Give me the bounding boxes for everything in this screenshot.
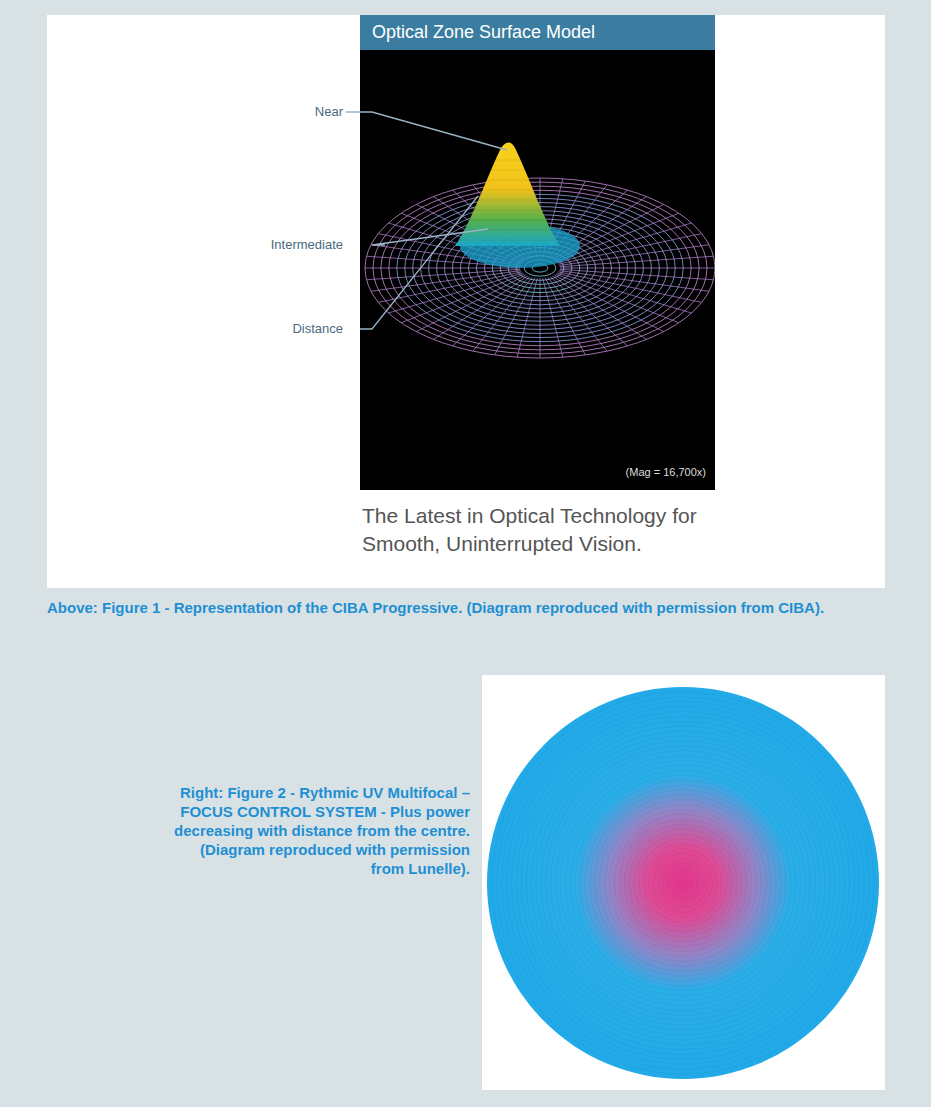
header-bar — [360, 15, 715, 50]
lens-ring — [502, 702, 865, 1065]
lens-ring — [575, 775, 791, 991]
image-ground — [360, 50, 715, 490]
lens-ring — [531, 731, 835, 1035]
wire-spoke — [550, 277, 628, 346]
lens-ring — [551, 751, 816, 1016]
lens-ring — [639, 839, 727, 927]
magnification-note: (Mag = 16,700x) — [624, 466, 708, 478]
figure-panel — [482, 675, 885, 1090]
wire-spoke — [554, 275, 664, 332]
wire-spoke — [416, 275, 526, 332]
lens-ring — [546, 746, 820, 1020]
lens-ring — [497, 697, 869, 1069]
lens-ring — [663, 863, 702, 902]
header-title: Optical Zone Surface Model — [372, 22, 595, 43]
lens-ring — [610, 810, 757, 957]
lens-ring — [516, 716, 849, 1049]
cone-grid — [487, 180, 529, 181]
wire-spoke — [560, 269, 714, 279]
lens-ring — [565, 765, 800, 1000]
lens-ring — [649, 849, 718, 918]
leader-line — [346, 112, 507, 329]
surface-wireframe — [365, 143, 715, 359]
lens-ring — [668, 868, 697, 897]
wire-spoke — [540, 278, 541, 358]
lens-ring — [595, 795, 771, 971]
lens-ring — [590, 790, 776, 976]
wire-spoke — [558, 272, 701, 303]
lens-rings — [492, 692, 874, 1074]
cone-grid — [496, 160, 521, 161]
zone-label: Near — [315, 104, 343, 119]
wire-spoke — [473, 277, 532, 351]
lens-ring — [605, 805, 762, 962]
lens-ring — [512, 712, 855, 1055]
lens-ring — [644, 844, 722, 922]
figure-panel — [47, 15, 885, 588]
lens-ring — [541, 741, 825, 1025]
wire-spoke — [552, 276, 646, 339]
lens-ring — [673, 873, 693, 893]
lens-ring — [492, 692, 874, 1074]
lens-ring — [570, 770, 795, 995]
wire-spoke — [517, 278, 537, 357]
cone-grid — [478, 200, 538, 201]
lens-ring — [614, 814, 751, 951]
lens-ring — [634, 834, 732, 932]
wire-spoke — [543, 278, 563, 357]
wire-spoke — [560, 256, 714, 266]
lens-disc — [487, 687, 879, 1079]
wire-spoke — [560, 268, 715, 269]
wire-spoke — [401, 274, 524, 323]
wire-spoke — [365, 268, 520, 269]
lens-ring — [585, 785, 781, 981]
lens-ring — [678, 878, 688, 888]
cone-grid — [491, 170, 525, 171]
cone-grid — [460, 240, 555, 241]
cone-grid — [469, 220, 547, 221]
lens-ring — [659, 859, 708, 908]
zone-label: Intermediate — [271, 237, 343, 252]
wire-spoke — [545, 278, 585, 355]
surface-cone — [455, 143, 560, 247]
figure-caption: Above: Figure 1 - Representation of the … — [47, 598, 877, 617]
wire-spoke — [559, 245, 709, 266]
lens-ring — [654, 854, 713, 913]
wire-ring — [365, 178, 715, 358]
lens-ring — [600, 800, 767, 967]
lens-ring — [629, 829, 737, 937]
zone-label: Distance — [292, 321, 343, 336]
lens-ring — [536, 736, 830, 1030]
lens-ring — [580, 780, 786, 986]
lens-ring — [507, 707, 860, 1060]
lens-ring — [526, 726, 840, 1040]
figure-caption: Right: Figure 2 - Rythmic UV Multifocal … — [170, 783, 470, 878]
lens-ring — [521, 721, 844, 1044]
cone-grid — [474, 210, 543, 211]
wire-spoke — [388, 273, 522, 313]
wire-spoke — [371, 271, 521, 292]
cone-grid — [482, 190, 533, 191]
tagline: The Latest in Optical Technology for Smo… — [362, 502, 722, 558]
lens-ring — [556, 756, 811, 1011]
wire-spoke — [366, 269, 520, 279]
lens-ring — [561, 761, 806, 1006]
lens-ring — [619, 819, 746, 946]
lens-ring — [624, 824, 742, 942]
